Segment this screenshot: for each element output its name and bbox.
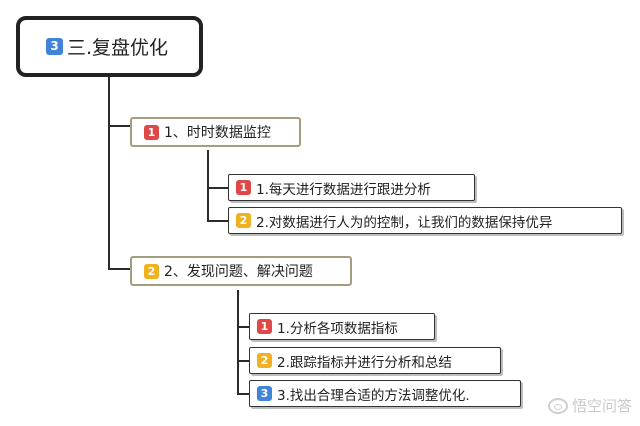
branch-label: 1、时时数据监控 <box>164 125 271 141</box>
root-label: 三.复盘优化 <box>67 37 169 59</box>
child-label: 2.跟踪指标并进行分析和总结 <box>277 354 452 371</box>
priority-2-icon: 2 <box>236 213 251 228</box>
branch-1-trunk-line <box>207 150 209 222</box>
connector-branch-2 <box>108 268 130 270</box>
branch-node-1[interactable]: 1 1、时时数据监控 <box>130 117 301 147</box>
priority-3-icon: 3 <box>46 38 63 55</box>
child-label: 1.每天进行数据进行跟进分析 <box>256 181 431 198</box>
branch-node-2[interactable]: 2 2、发现问题、解决问题 <box>130 256 352 286</box>
connector-branch-1-child-1 <box>207 187 228 189</box>
root-node[interactable]: 3 三.复盘优化 <box>16 16 203 77</box>
connector-branch-2-child-1 <box>237 326 249 328</box>
connector-branch-1 <box>108 125 130 127</box>
priority-2-icon: 2 <box>144 263 159 279</box>
child-node[interactable]: 1 1.每天进行数据进行跟进分析 <box>228 174 475 201</box>
root-trunk-line <box>108 77 110 270</box>
branch-label: 2、发现问题、解决问题 <box>164 264 313 280</box>
watermark-text: 悟空问答 <box>571 397 632 415</box>
connector-branch-1-child-2 <box>207 220 228 222</box>
child-node[interactable]: 2 2.对数据进行人为的控制，让我们的数据保持优异 <box>228 207 622 234</box>
branch-2-trunk-line <box>237 290 239 395</box>
child-node[interactable]: 2 2.跟踪指标并进行分析和总结 <box>249 347 501 374</box>
connector-branch-2-child-3 <box>237 393 249 395</box>
connector-branch-2-child-2 <box>237 360 249 362</box>
child-node[interactable]: 1 1.分析各项数据指标 <box>249 313 435 340</box>
wukong-logo-icon <box>547 397 568 414</box>
priority-2-icon: 2 <box>257 353 272 368</box>
child-label: 3.找出合理合适的方法调整优化. <box>277 387 470 404</box>
child-node[interactable]: 3 3.找出合理合适的方法调整优化. <box>249 380 521 407</box>
watermark: 悟空问答 <box>547 395 632 416</box>
child-label: 1.分析各项数据指标 <box>277 320 398 337</box>
child-label: 2.对数据进行人为的控制，让我们的数据保持优异 <box>256 214 553 231</box>
priority-1-icon: 1 <box>144 124 159 140</box>
priority-1-icon: 1 <box>236 180 251 195</box>
priority-3-icon: 3 <box>257 386 272 401</box>
priority-1-icon: 1 <box>257 319 272 334</box>
